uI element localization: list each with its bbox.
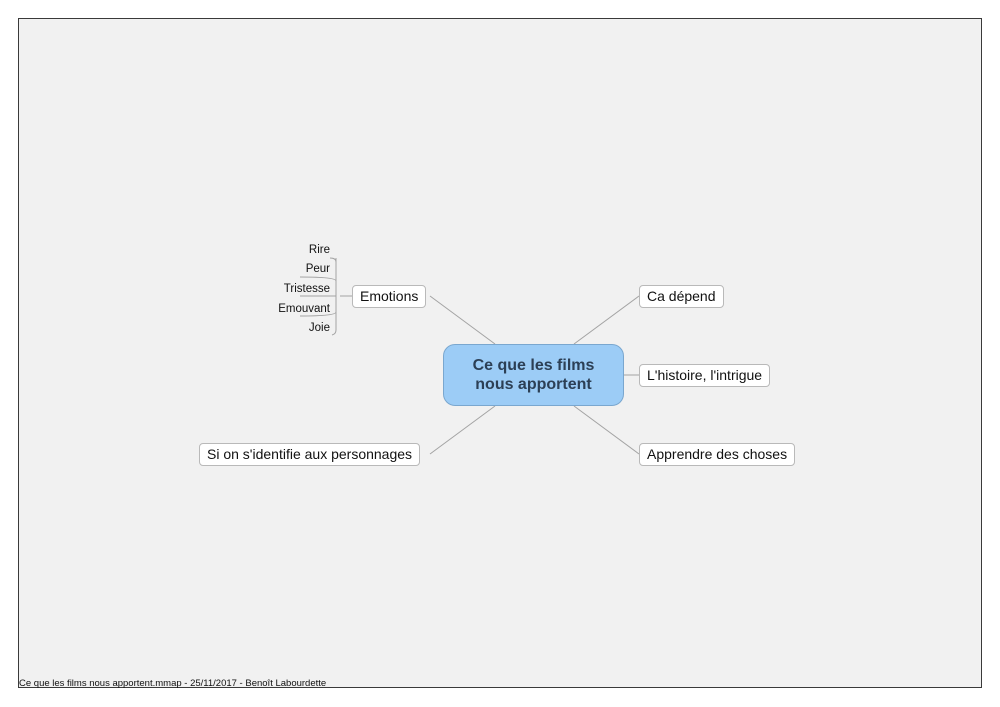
topic-histoire[interactable]: L'histoire, l'intrigue	[639, 364, 771, 387]
footer-filename: Ce que les films nous apportent.mmap - 2…	[19, 678, 327, 689]
subtopic-peur[interactable]: Peur	[305, 263, 330, 275]
topic-identifie[interactable]: Si on s'identifie aux personnages	[199, 443, 421, 466]
connector-emotions	[429, 295, 496, 345]
central-topic[interactable]: Ce que les films nous apportent	[443, 344, 624, 406]
topic-depend[interactable]: Ca dépend	[639, 285, 724, 308]
subtopic-rire[interactable]: Rire	[308, 244, 330, 256]
connector-emotion-children	[299, 257, 352, 336]
topic-apprendre[interactable]: Apprendre des choses	[639, 443, 796, 466]
subtopic-emouvant[interactable]: Emouvant	[278, 303, 330, 315]
subtopic-joie[interactable]: Joie	[308, 322, 330, 334]
central-topic-line2: nous apportent	[475, 376, 592, 393]
subtopic-tristesse[interactable]: Tristesse	[283, 283, 330, 295]
topic-emotions[interactable]: Emotions	[352, 285, 427, 308]
connector-identifie	[429, 405, 496, 455]
connector-apprendre	[573, 405, 640, 455]
connector-depend	[573, 295, 640, 345]
central-topic-line1: Ce que les films	[472, 357, 595, 374]
